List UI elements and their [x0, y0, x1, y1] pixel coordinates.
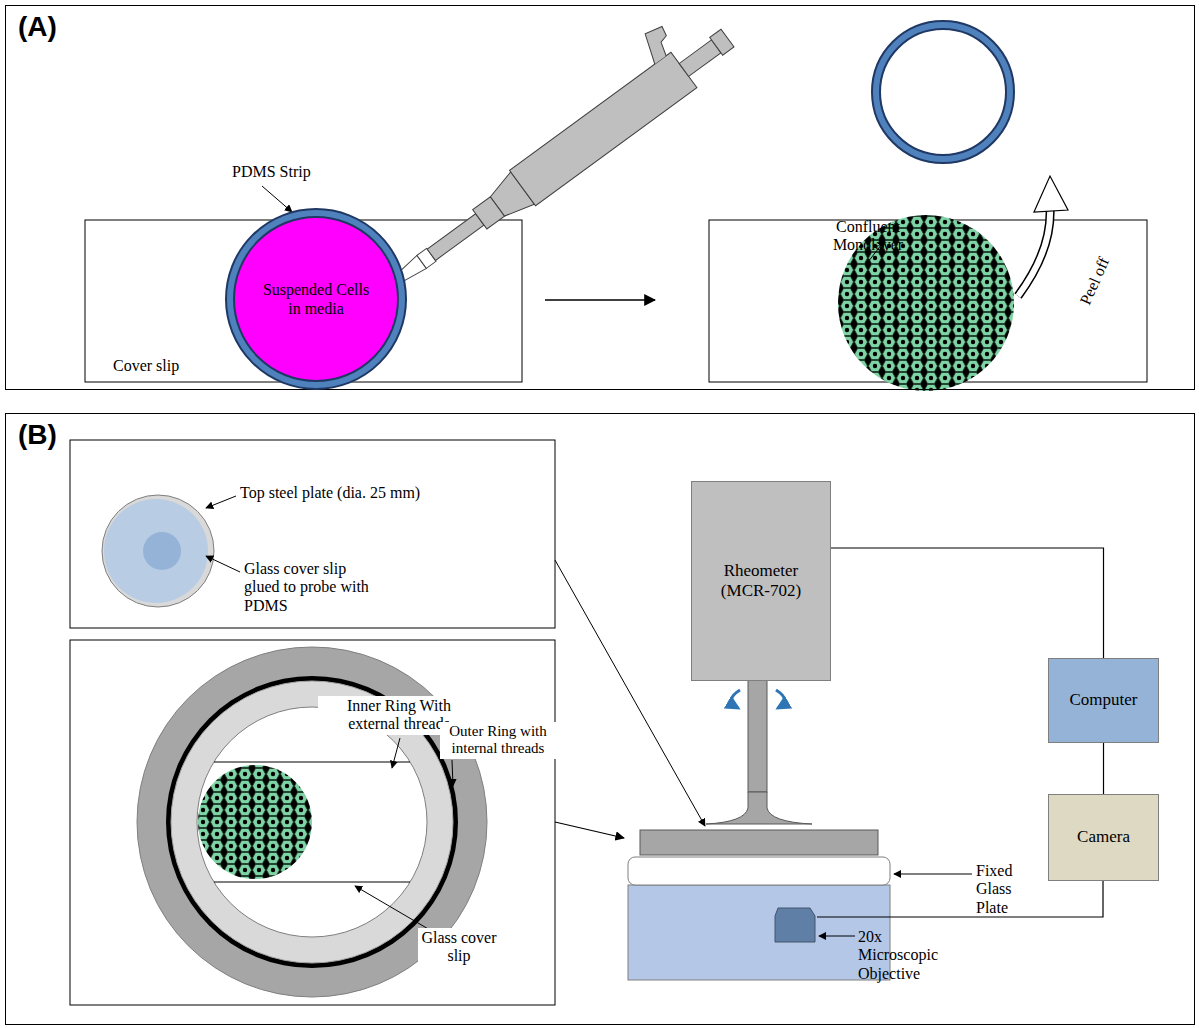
pipette [710, 29, 734, 55]
signal-wire [831, 548, 1104, 658]
ring-box [197, 707, 427, 937]
ring-box [355, 886, 430, 930]
ring-box [214, 762, 410, 763]
pdms-ring [230, 213, 402, 385]
panel-label: (A) [18, 10, 57, 44]
rheometer-stage [640, 830, 878, 855]
process-arrow [545, 300, 655, 301]
pipette [342, 273, 404, 322]
computer-box: Computer [1048, 658, 1159, 743]
probe-box [104, 499, 208, 603]
ring-box [392, 738, 400, 768]
rotation-arrows [731, 690, 784, 708]
cell-well: Suspended Cells in media [224, 207, 408, 391]
rheometer-stage [628, 680, 890, 980]
probe-box [143, 532, 181, 570]
probe-box [206, 496, 236, 508]
probe-box [102, 495, 214, 607]
part-label: PDMS Strip [232, 163, 342, 181]
rotation-arrows [776, 690, 785, 708]
cell-suspension [232, 215, 400, 383]
rotation-arrows [731, 690, 740, 708]
pipette [679, 40, 721, 77]
ring-box [70, 640, 555, 1005]
pdms-ring [876, 25, 1010, 159]
rheometer-stage [628, 885, 890, 980]
rheometer-stage [628, 857, 890, 885]
ring-box [70, 640, 555, 1005]
peel-arrow [1034, 176, 1068, 212]
probe-box [70, 440, 555, 628]
part-label: Outer Ring with internal threads [440, 722, 556, 759]
part-label: Top steel plate (dia. 25 mm) [240, 484, 480, 502]
panel: (B) Rheometer (MCR-702) ComputerCamera [5, 413, 1195, 1025]
ring-box [214, 882, 410, 883]
ring-box [198, 765, 312, 879]
leader-line [819, 936, 855, 937]
rheometer-box: Rheometer (MCR-702) [691, 481, 831, 681]
pipette [510, 52, 697, 206]
part-label: Glass cover slip [418, 928, 500, 967]
leader-line [262, 186, 292, 212]
probe-box [70, 440, 555, 628]
rheometer-stage [775, 908, 815, 942]
camera-box: Camera [1048, 794, 1159, 881]
pdms-ring [230, 213, 402, 385]
rheometer-stage [706, 792, 812, 824]
action-label: Peel off [1068, 236, 1121, 326]
pdms-ring [876, 25, 1010, 159]
part-label: Fixed Glass Plate [976, 862, 1046, 917]
camera-cable [817, 880, 1103, 917]
camera-cable [817, 880, 1103, 917]
part-label: Glass cover slip glued to probe with PDM… [244, 560, 372, 615]
pipette [427, 214, 484, 261]
part-label: Confluent Monolayer [820, 218, 916, 255]
pointer-arrow [555, 560, 705, 826]
signal-wire [1103, 743, 1104, 794]
rheometer-stage [748, 680, 767, 792]
node-text: Suspended Cells in media [261, 280, 371, 318]
peel-arrow [1018, 208, 1050, 296]
part-label: 20x Microscopic Objective [858, 928, 958, 983]
leader-line [894, 874, 972, 875]
pointer-arrow [555, 560, 705, 838]
leader-line [819, 874, 972, 936]
node-text: Rheometer (MCR-702) [699, 561, 823, 602]
pointer-arrow [555, 822, 624, 838]
panel: (A) Suspended Cells in media [5, 5, 1195, 390]
peel-arrow [1018, 208, 1050, 296]
pipette [314, 0, 740, 336]
panel-label: (B) [18, 418, 57, 452]
part-label: Cover slip [113, 357, 213, 375]
ring-box [452, 760, 453, 786]
pdms-ring [876, 25, 1010, 159]
node-text: Computer [1070, 690, 1138, 710]
probe-box [206, 556, 240, 572]
peel-arrow [1018, 176, 1068, 296]
node-text: Camera [1077, 827, 1130, 847]
process-arrow [545, 299, 655, 301]
leader-line [262, 186, 885, 262]
pipette [637, 23, 677, 64]
pdms-ring [224, 207, 408, 391]
